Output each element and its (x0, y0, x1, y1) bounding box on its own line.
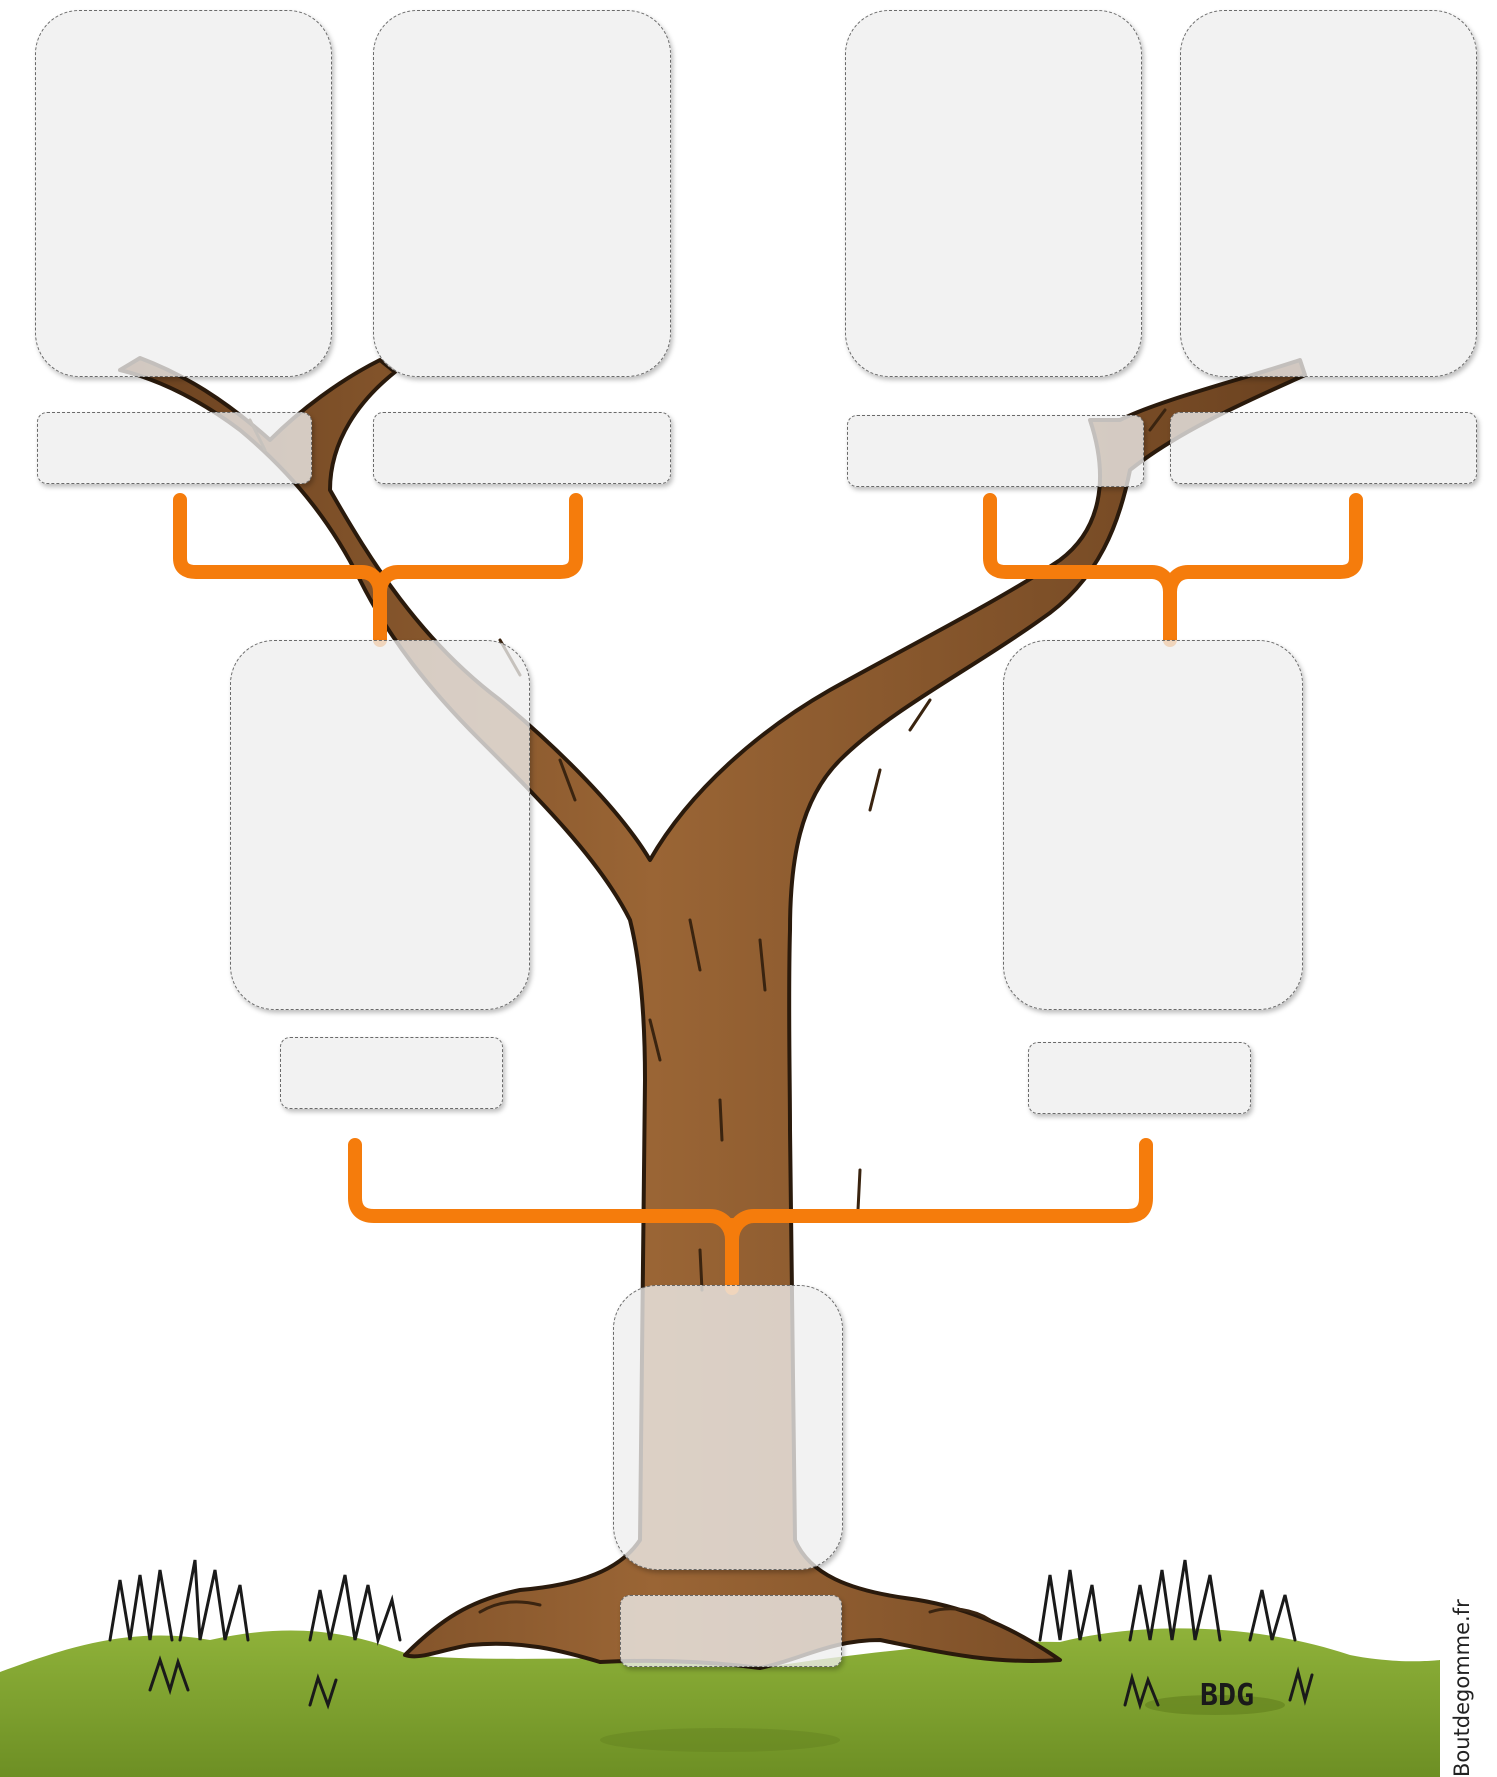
grandparent-1-photo-frame[interactable] (35, 10, 332, 377)
watermark-text: Boutdegomme.fr (1450, 1599, 1474, 1777)
parent-1-photo-frame[interactable] (230, 640, 530, 1010)
grandparent-2-photo-frame[interactable] (373, 10, 671, 377)
grandparent-3-photo-frame[interactable] (845, 10, 1142, 377)
grandparent-4-photo-frame[interactable] (1180, 10, 1477, 377)
grandparent-1-name-field[interactable] (37, 412, 312, 484)
child-name-field[interactable] (620, 1595, 842, 1667)
grandparent-3-name-field[interactable] (847, 415, 1144, 487)
parent-1-name-field[interactable] (280, 1037, 503, 1109)
grandparent-2-name-field[interactable] (373, 412, 671, 484)
parent-2-photo-frame[interactable] (1003, 640, 1303, 1010)
grandparent-4-name-field[interactable] (1170, 412, 1477, 484)
child-photo-frame[interactable] (613, 1285, 843, 1570)
parent-2-name-field[interactable] (1028, 1042, 1251, 1114)
artist-signature: BDG (1200, 1678, 1254, 1713)
